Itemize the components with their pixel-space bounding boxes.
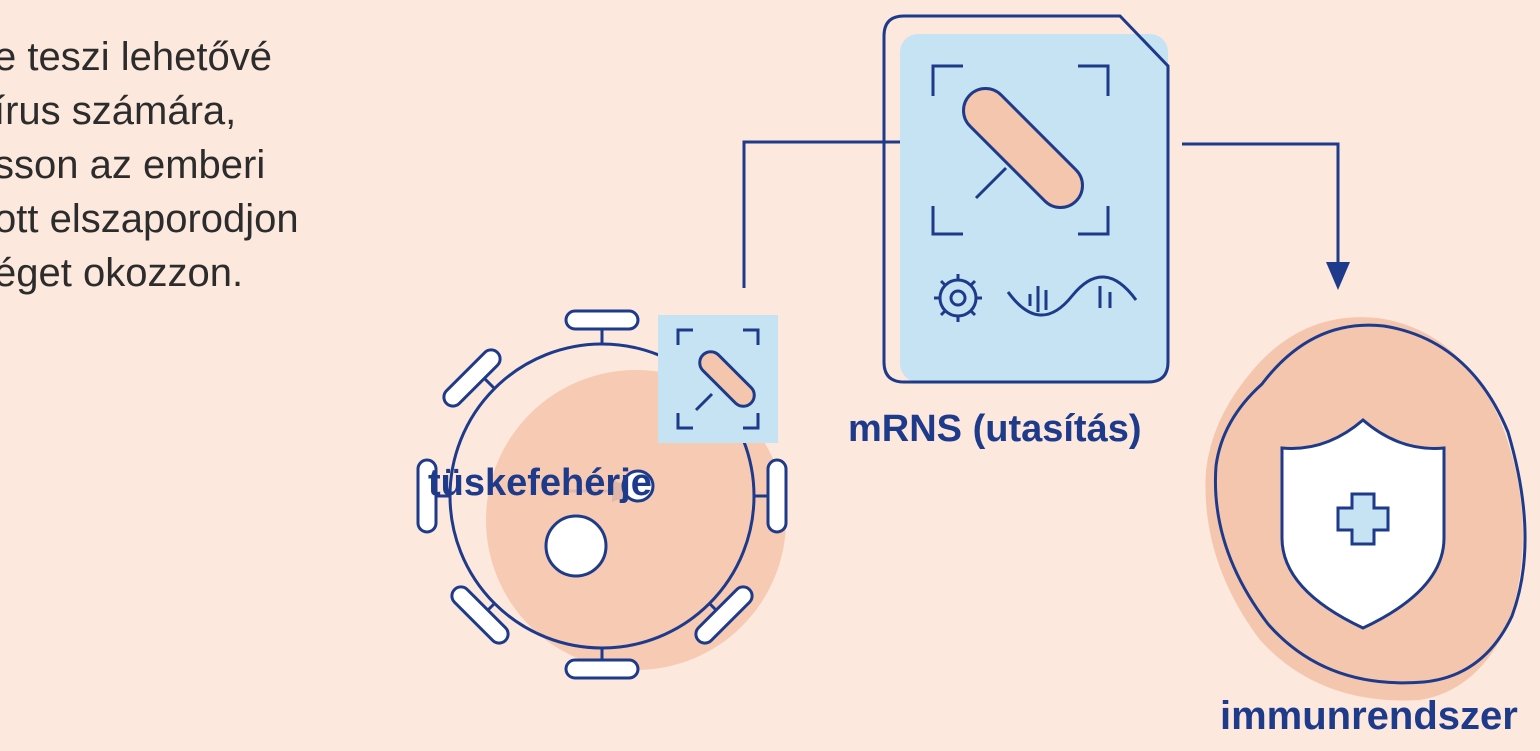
medical-cross-icon: [1336, 492, 1390, 546]
spike-protein-label: tüskefehérje: [428, 462, 652, 504]
intro-line-3: sson az emberi: [0, 143, 266, 187]
arrow-down-icon: [1326, 262, 1350, 290]
intro-line-2: írus számára,: [0, 89, 237, 133]
intro-line-4: ott elszaporodjon: [0, 197, 299, 241]
intro-line-1: e teszi lehetővé: [0, 35, 272, 79]
mrna-document-icon: [882, 14, 1170, 384]
virus-icon: [416, 309, 788, 680]
connector-mrna-to-immune: [1182, 142, 1340, 264]
connector-spike-to-mrna: [742, 140, 930, 288]
intro-line-5: éget okozzon.: [0, 251, 244, 295]
intro-paragraph: e teszi lehetővé írus számára, sson az e…: [0, 30, 420, 300]
immune-system-label: immunrendszer: [1220, 694, 1518, 738]
spike-protein-icon: [658, 315, 778, 443]
dna-wave-icon: [1006, 275, 1138, 317]
gear-icon: [934, 274, 982, 322]
mrna-label: mRNS (utasítás): [848, 408, 1142, 450]
